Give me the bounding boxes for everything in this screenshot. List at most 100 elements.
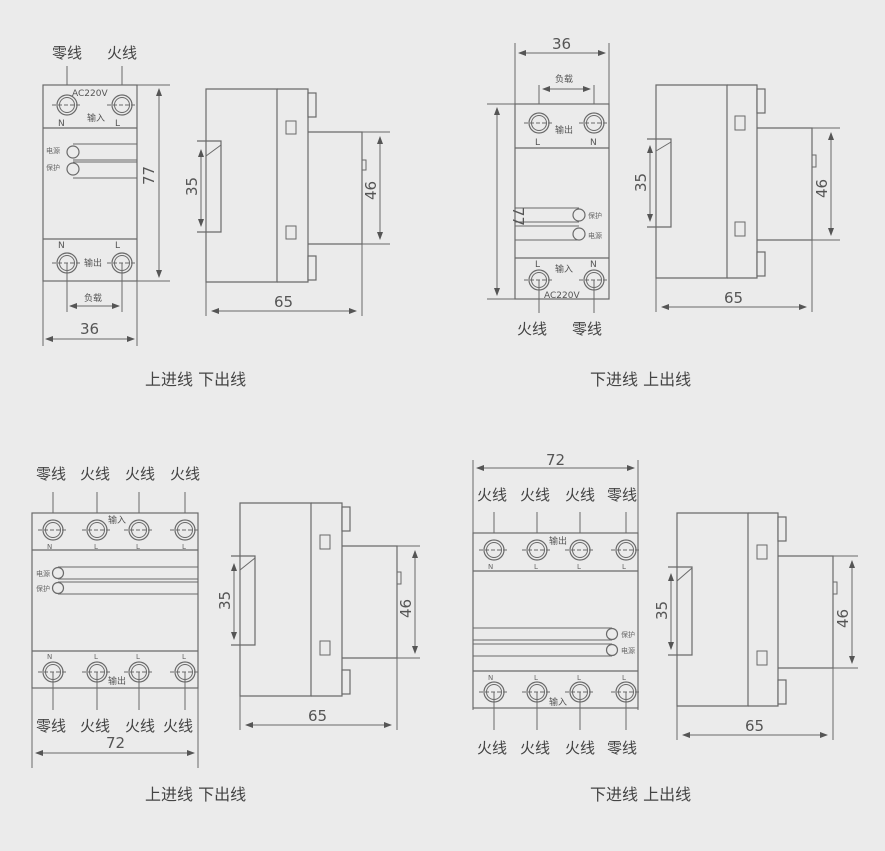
terminal-label: L (577, 674, 581, 682)
indicator-label: 保护 (36, 584, 50, 593)
output-label: 输出 (555, 124, 573, 136)
height-dimension: 77 (509, 207, 527, 226)
breaker-side-view (647, 84, 817, 279)
breaker-front-body (472, 532, 639, 709)
rail-dimension: 35 (216, 591, 234, 610)
wire-label: 火线 (170, 465, 200, 483)
terminal-label: L (534, 563, 538, 571)
wire-label: 火线 (565, 739, 595, 757)
terminal-label: N (488, 674, 493, 682)
load-label: 负载 (84, 292, 102, 304)
wire-label: 火线 (565, 486, 595, 504)
rail-dimension: 35 (183, 177, 201, 196)
terminal-label: N (590, 260, 597, 270)
panel-3: 零线 火线 火线 火线 输入 N L L L 电源 保护 N L L L 输出 (31, 465, 420, 804)
indicator-label: 电源 (46, 146, 60, 155)
input-label: 输入 (108, 514, 126, 526)
load-label: 负载 (555, 73, 573, 85)
terminal-label: L (94, 543, 98, 551)
rail-dimension: 35 (653, 601, 671, 620)
breaker-side-view (668, 512, 838, 707)
terminal-label: N (590, 138, 597, 148)
wire-label: 零线 (607, 486, 637, 504)
breaker-side-view (231, 502, 402, 697)
depth-dimension: 65 (274, 293, 293, 311)
panel-caption: 上进线 下出线 (145, 370, 246, 389)
wire-label: 零线 (52, 44, 82, 62)
width-dimension: 36 (80, 320, 99, 338)
power-indicator-icon (605, 643, 619, 657)
output-label: 输出 (108, 675, 126, 687)
indicator-label: 电源 (36, 569, 50, 578)
terminal-label: L (535, 260, 540, 270)
terminal-label: N (58, 119, 65, 129)
width-dimension: 72 (546, 451, 565, 469)
width-dimension: 36 (552, 35, 571, 53)
terminal-label: N (488, 563, 493, 571)
wire-label: 火线 (80, 465, 110, 483)
face-dimension: 46 (397, 599, 415, 618)
indicator-label: 电源 (621, 646, 635, 655)
power-indicator-icon (572, 227, 586, 241)
panel-caption: 下进线 上出线 (590, 370, 691, 389)
wire-label: 火线 (125, 465, 155, 483)
output-label: 输出 (84, 257, 102, 269)
wire-label: 火线 (80, 717, 110, 735)
panel-1: 零线 火线 AC220V N L 输入 电源 保护 N L 输出 负载 36 (42, 44, 390, 389)
terminal-label: L (182, 543, 186, 551)
face-dimension: 46 (834, 609, 852, 628)
input-label: 输入 (549, 696, 567, 708)
panel-caption: 下进线 上出线 (590, 785, 691, 804)
wire-label: 火线 (477, 486, 507, 504)
wire-label: 火线 (517, 320, 547, 338)
voltage-label: AC220V (544, 291, 580, 301)
terminal-label: L (115, 119, 120, 129)
rail-dimension: 35 (632, 173, 650, 192)
input-label: 输入 (87, 112, 105, 124)
terminal-label: N (47, 543, 52, 551)
output-label: 输出 (549, 535, 567, 547)
breaker-front-body (514, 103, 610, 300)
protect-indicator-icon (605, 627, 619, 641)
indicator-label: 保护 (46, 163, 60, 172)
wire-label: 火线 (477, 739, 507, 757)
wire-label: 火线 (125, 717, 155, 735)
terminal-label: L (622, 563, 626, 571)
terminal-label: L (534, 674, 538, 682)
panel-2: 36 负载 输出 L N 保护 电源 L N 输入 AC220V 火线 零线 7… (487, 35, 840, 389)
panel-caption: 上进线 下出线 (145, 785, 246, 804)
terminal-label: N (47, 653, 52, 661)
wire-label: 零线 (36, 465, 66, 483)
wire-label: 零线 (607, 739, 637, 757)
wire-label: 火线 (520, 486, 550, 504)
terminal-label: L (182, 653, 186, 661)
indicator-label: 电源 (588, 231, 602, 240)
face-dimension: 46 (362, 181, 380, 200)
wire-label: 零线 (36, 717, 66, 735)
terminal-label: L (94, 653, 98, 661)
terminal-label: L (136, 653, 140, 661)
protect-indicator-icon (572, 208, 586, 222)
face-dimension: 46 (813, 179, 831, 198)
wire-label: 火线 (520, 739, 550, 757)
protect-indicator-icon (66, 162, 80, 176)
depth-dimension: 65 (308, 707, 327, 725)
panel-4: 72 火线 火线 火线 零线 输出 N L L L 保护 电源 N L L L … (472, 451, 858, 804)
power-indicator-icon (66, 145, 80, 159)
terminal-label: N (58, 241, 65, 251)
terminal-label: L (115, 241, 120, 251)
breaker-front-body (42, 84, 138, 282)
terminal-label: L (535, 138, 540, 148)
breaker-front-body (31, 512, 199, 689)
depth-dimension: 65 (745, 717, 764, 735)
voltage-label: AC220V (72, 89, 108, 99)
wire-label: 火线 (107, 44, 137, 62)
terminal-label: L (622, 674, 626, 682)
wire-label: 零线 (572, 320, 602, 338)
terminal-label: L (577, 563, 581, 571)
indicator-label: 保护 (588, 211, 602, 220)
terminal-label: L (136, 543, 140, 551)
height-dimension: 77 (140, 166, 158, 185)
protect-indicator-icon (51, 581, 65, 595)
